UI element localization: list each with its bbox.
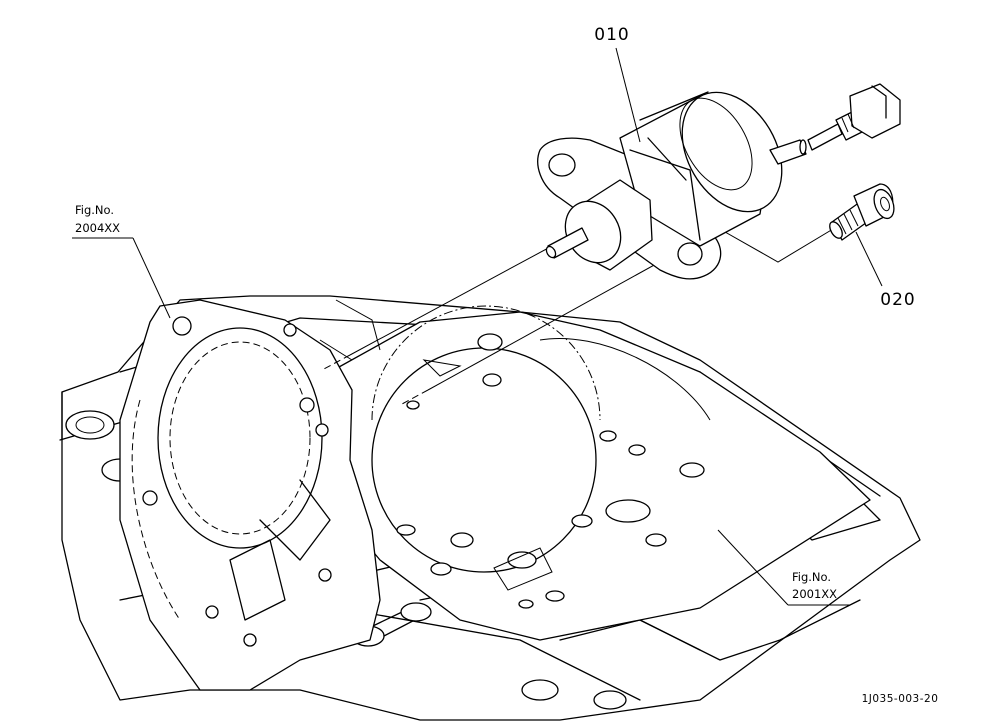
fig-ref-2004xx: Fig.No. 2004XX bbox=[72, 203, 171, 319]
fig-ref-2001xx-number: 2001XX bbox=[792, 587, 837, 601]
drawing-code: 1J035-003-20 bbox=[862, 693, 939, 705]
callout-010: 010 bbox=[594, 25, 641, 143]
fig-ref-2004xx-number: 2004XX bbox=[75, 221, 120, 235]
fig-ref-2004xx-label: Fig.No. bbox=[75, 203, 114, 217]
callout-020: 020 bbox=[855, 231, 915, 310]
fig-ref-2001xx-label: Fig.No. bbox=[792, 570, 831, 584]
assembly-alignment-lines bbox=[321, 225, 839, 405]
flywheel-housing bbox=[119, 299, 381, 691]
stop-solenoid-010 bbox=[537, 91, 807, 280]
callout-010-label: 010 bbox=[594, 25, 629, 45]
solenoid-connector bbox=[807, 83, 901, 151]
fig-ref-2001xx: Fig.No. 2001XX bbox=[717, 529, 850, 606]
head-gasket bbox=[309, 305, 871, 641]
bolt-020 bbox=[829, 183, 895, 241]
callout-020-label: 020 bbox=[880, 290, 915, 310]
